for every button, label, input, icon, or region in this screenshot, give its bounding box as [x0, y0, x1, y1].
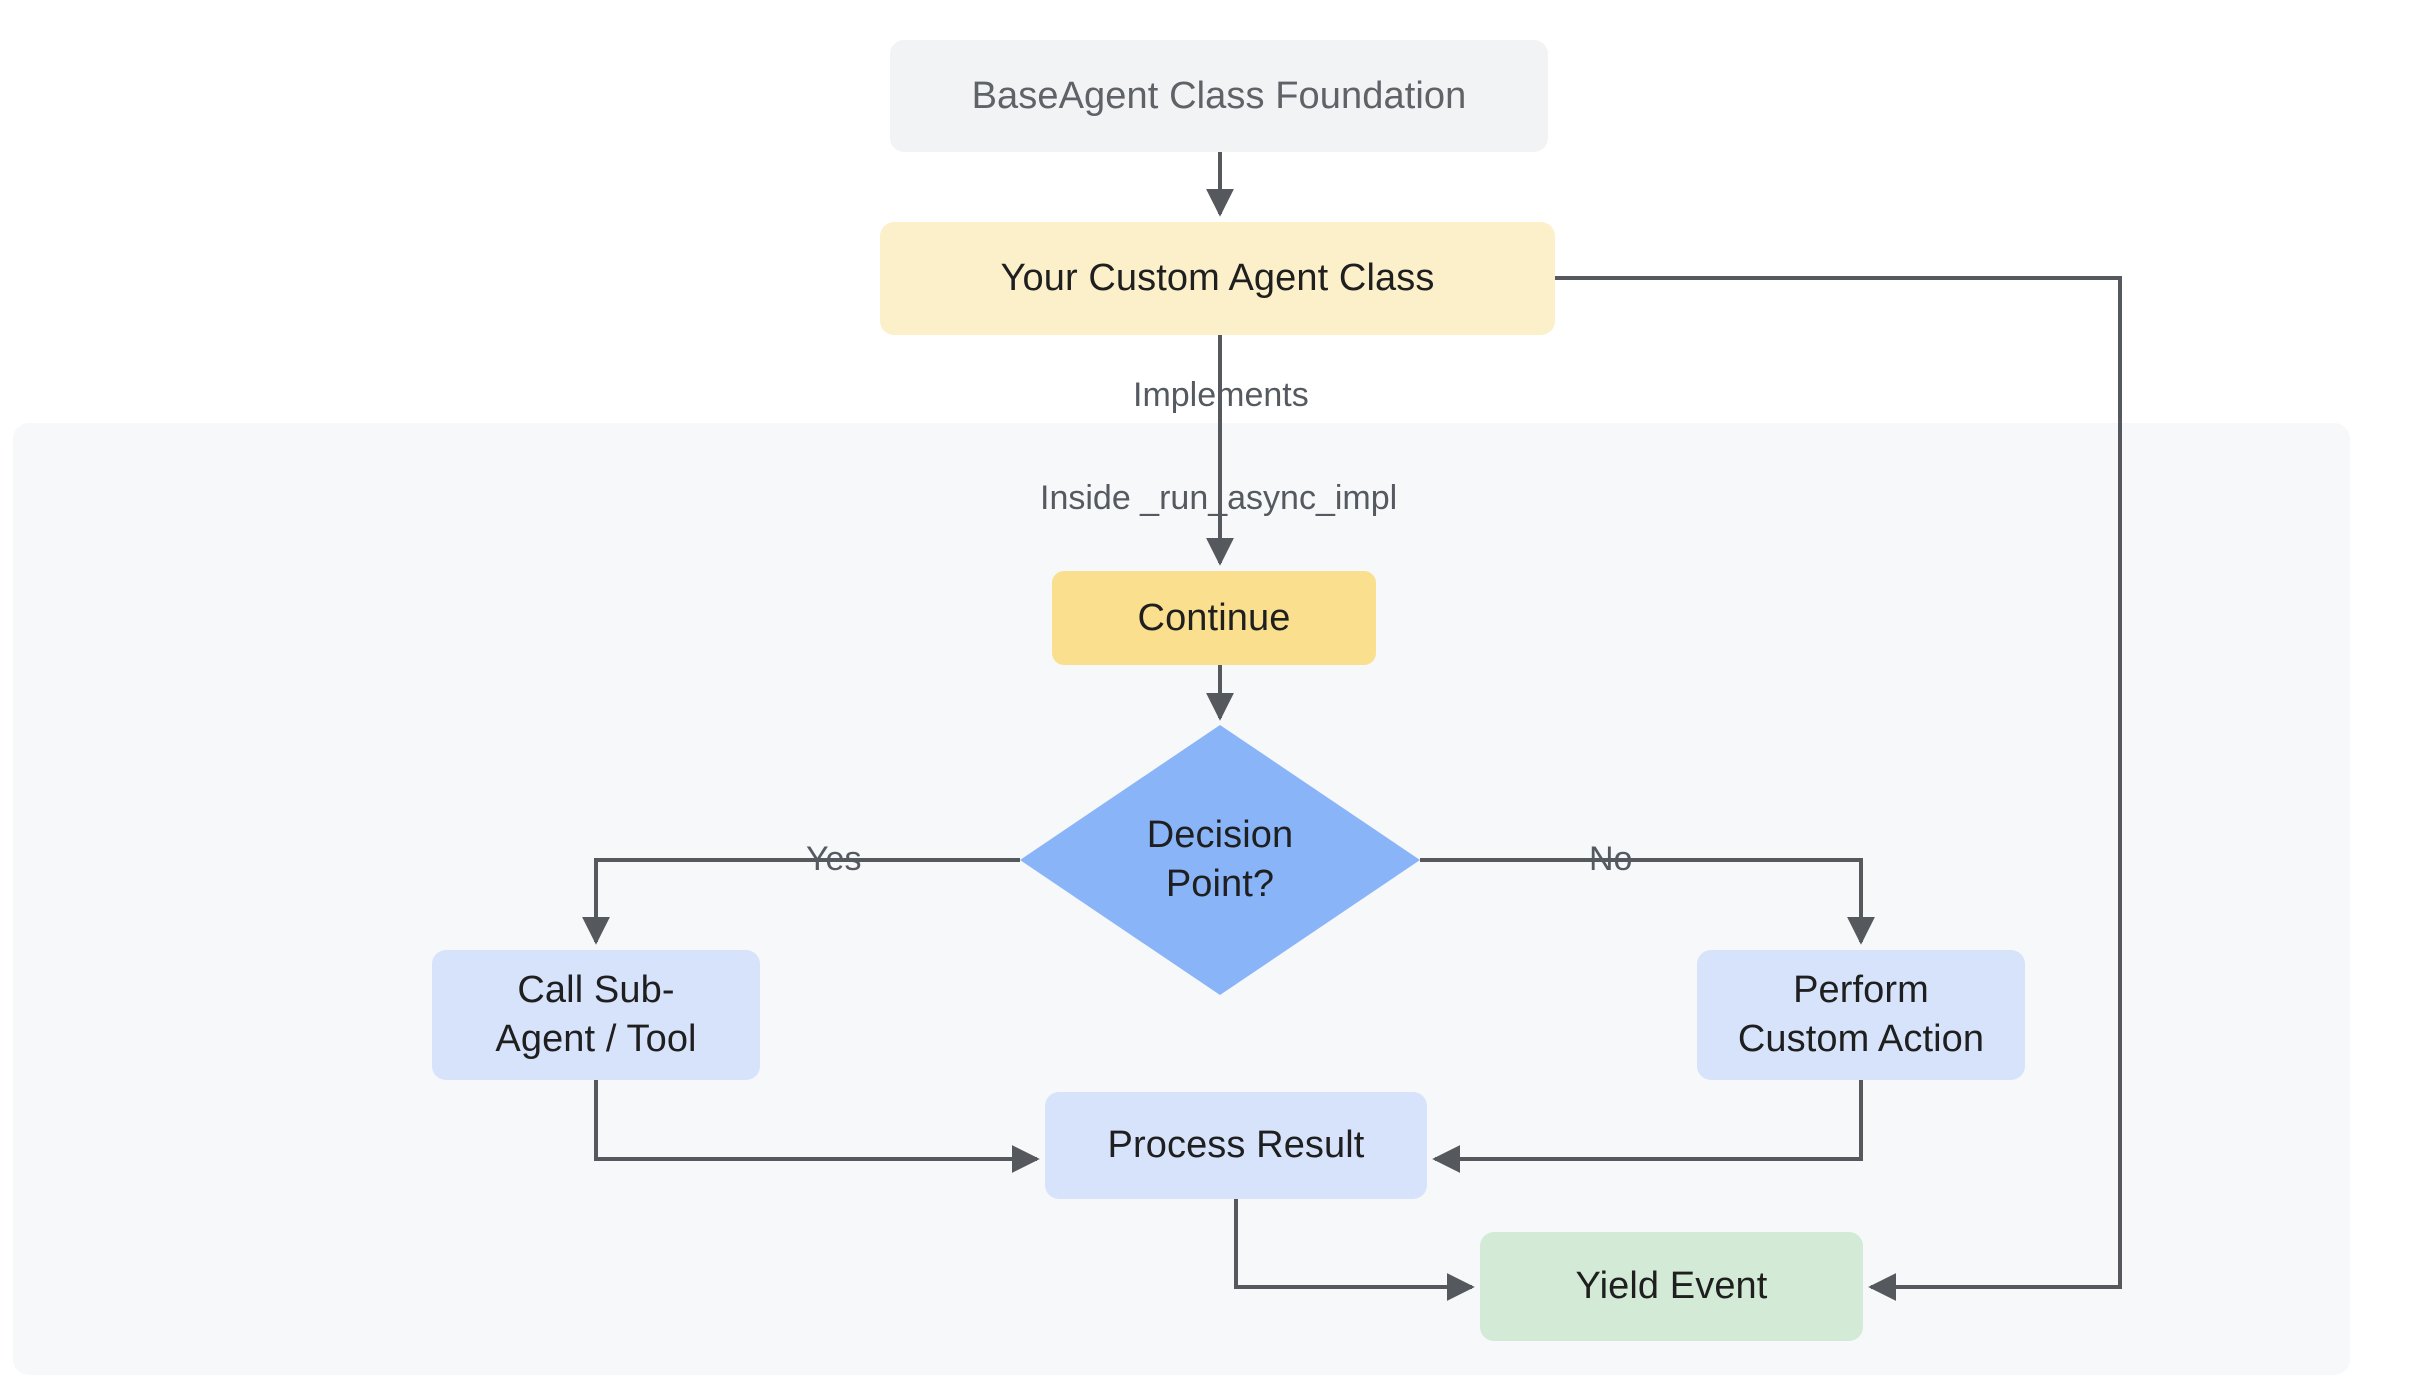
node-call-sub-agent-tool[interactable]: Call Sub- Agent / Tool: [432, 950, 760, 1080]
node-label: Perform Custom Action: [1737, 969, 1985, 1060]
node-perform-custom-action[interactable]: Perform Custom Action: [1697, 950, 2025, 1080]
edge-label-implements: Implements: [1133, 376, 1309, 414]
node-label: Call Sub- Agent / Tool: [495, 969, 697, 1060]
node-decision-point[interactable]: Decision Point?: [1020, 725, 1420, 995]
node-your-custom-agent-class[interactable]: Your Custom Agent Class: [880, 222, 1555, 335]
node-label: Yield Event: [1575, 1265, 1768, 1308]
node-label: Decision Point?: [1146, 814, 1294, 905]
node-process-result[interactable]: Process Result: [1045, 1092, 1427, 1199]
edge-label-no: No: [1589, 840, 1633, 878]
edge-label-inside-run-async-impl: Inside _run_async_impl: [1040, 479, 1398, 517]
node-baseagent-class-foundation[interactable]: BaseAgent Class Foundation: [890, 40, 1548, 152]
node-label: Process Result: [1107, 1124, 1365, 1167]
node-label: BaseAgent Class Foundation: [971, 74, 1467, 117]
node-yield-event[interactable]: Yield Event: [1480, 1232, 1863, 1341]
node-label: Continue: [1137, 596, 1291, 639]
edge-label-yes: Yes: [806, 840, 862, 878]
node-continue[interactable]: Continue: [1052, 571, 1376, 665]
node-label: Your Custom Agent Class: [1000, 257, 1435, 300]
